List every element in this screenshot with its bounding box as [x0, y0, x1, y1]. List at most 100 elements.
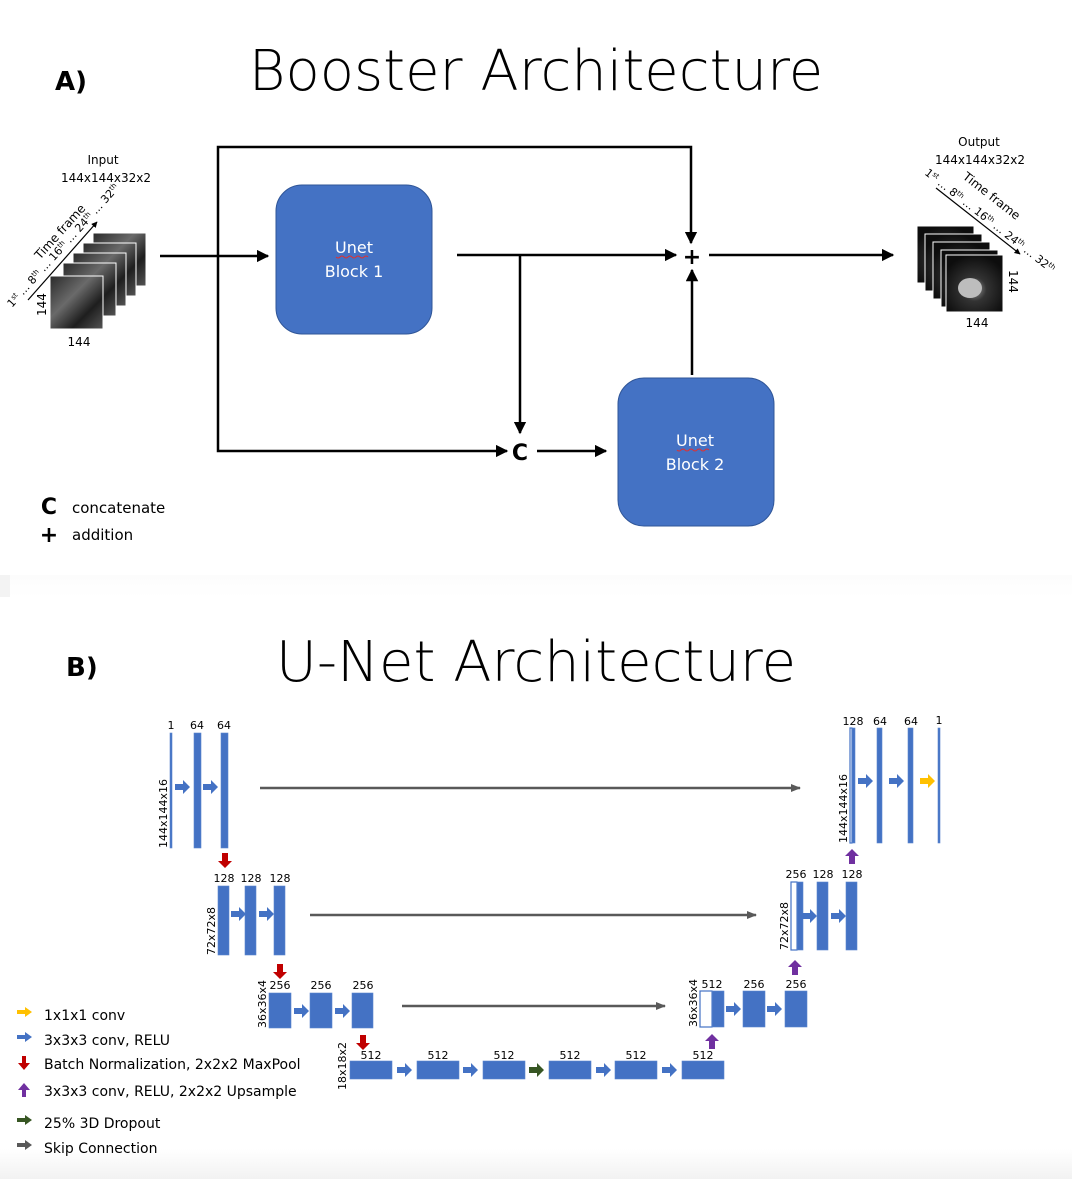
panel-a-title: Booster Architecture: [249, 39, 823, 104]
input-time-axis: [27, 221, 98, 301]
bottom-fade: [0, 1149, 1072, 1179]
block-l3-dec-3: [784, 990, 808, 1028]
conv-arrow: [889, 774, 904, 788]
legend-concat-text: concatenate: [72, 499, 165, 517]
output-volume: Output 144x144x32x2 Time frame 1st… 8th……: [916, 135, 1057, 330]
conv-arrow: [802, 909, 817, 923]
input-volume: Input 144x144x32x2 Time frame 1st… 8th… …: [5, 153, 151, 349]
conv-arrow: [259, 907, 274, 921]
unet-block-1: Unet Block 1: [275, 184, 433, 335]
conv-arrow: [203, 780, 218, 794]
channel-label: 64: [190, 719, 204, 732]
channel-label: 512: [626, 1049, 647, 1062]
channel-label: 1: [936, 714, 943, 727]
block-l2-dec-3: [845, 881, 858, 951]
panel-separator-edge: [0, 575, 10, 597]
gray-arrow-icon: [17, 1140, 32, 1150]
block-l1-enc-2: [193, 732, 202, 849]
conv1x1-arrow: [920, 774, 935, 788]
channel-label: 256: [270, 979, 291, 992]
block-l1-dec-1: [851, 727, 856, 844]
panel-b-legend: 1x1x1 conv 3x3x3 conv, RELU Batch Normaliz…: [17, 1007, 301, 1157]
conv-arrow: [335, 1004, 350, 1018]
channel-label: 512: [428, 1049, 449, 1062]
block-l3-dec-2: [742, 990, 766, 1028]
block-l1-enc-3: [220, 732, 229, 849]
size-label-l3-dec: 36x36x4: [687, 979, 700, 1027]
conv-arrow: [463, 1063, 478, 1077]
yellow-arrow-icon: [17, 1007, 32, 1017]
svg-text:Block 1: Block 1: [325, 262, 384, 281]
block-bottleneck-5: [614, 1060, 658, 1080]
upsample-arrow: [705, 1034, 719, 1049]
size-label-bottleneck: 18x18x2: [336, 1042, 349, 1090]
maxpool-arrow: [273, 964, 287, 979]
input-skip-to-add-arrow: [216, 145, 698, 256]
output-height-label: 144: [1006, 270, 1020, 293]
unet-block-2: Unet Block 2: [617, 377, 775, 527]
conv-arrow: [831, 909, 846, 923]
channel-label: 256: [311, 979, 332, 992]
block-l3-dec-1-concat-part: [699, 990, 713, 1028]
channel-label: 128: [842, 868, 863, 881]
booster-connections: [160, 145, 895, 458]
output-frames: [916, 225, 1004, 313]
block-l1-dec-3: [907, 727, 914, 844]
red-down-arrow-icon: [18, 1056, 30, 1070]
input-frames: [49, 232, 147, 330]
channel-label: 64: [217, 719, 231, 732]
maxpool-arrow: [356, 1035, 370, 1050]
legend-text: 3x3x3 conv, RELU: [44, 1033, 170, 1049]
block-l3-enc-3: [351, 992, 374, 1029]
block-bottleneck-6: [681, 1060, 725, 1080]
input-height-label: 144: [35, 293, 49, 316]
conv-arrow: [858, 774, 873, 788]
channel-label: 128: [813, 868, 834, 881]
conv-arrow: [175, 780, 190, 794]
channel-label: 64: [904, 715, 918, 728]
maxpool-arrow: [218, 853, 232, 868]
block-l2-dec-2: [816, 881, 829, 951]
purple-up-arrow-icon: [18, 1083, 30, 1097]
block-l3-enc-1: [268, 992, 292, 1029]
input-shape: 144x144x32x2: [61, 171, 151, 185]
output-title: Output: [958, 135, 1000, 149]
output-width-label: 144: [966, 316, 989, 330]
conv-arrow: [294, 1004, 309, 1018]
legend-text: 1x1x1 conv: [44, 1008, 125, 1024]
legend-text: 25% 3D Dropout: [44, 1116, 161, 1132]
spellcheck-underline: [676, 448, 710, 452]
panel-a-legend: C concatenate + addition: [40, 495, 166, 548]
channel-label: 64: [873, 715, 887, 728]
panel-b-label: B): [66, 653, 98, 683]
block-bottleneck-4: [548, 1060, 592, 1080]
legend-add-text: addition: [72, 526, 133, 544]
block-l2-enc-2: [244, 885, 257, 956]
size-label-l3-enc: 36x36x4: [256, 980, 269, 1028]
legend-text: Batch Normalization, 2x2x2 MaxPool: [44, 1057, 301, 1073]
channel-label: 512: [494, 1049, 515, 1062]
legend-add-symbol: +: [40, 523, 58, 548]
svg-text:Unet: Unet: [335, 238, 373, 257]
concat-node: C: [512, 441, 528, 466]
block-bottleneck-2: [416, 1060, 460, 1080]
conv-arrow: [767, 1002, 782, 1016]
legend-concat-symbol: C: [41, 495, 57, 520]
block-l3-dec-1: [711, 990, 725, 1028]
conv-arrow: [231, 907, 246, 921]
input-title: Input: [87, 153, 118, 167]
channel-label: 128: [241, 872, 262, 885]
output-shape: 144x144x32x2: [935, 153, 1025, 167]
block-bottleneck-3: [482, 1060, 526, 1080]
conv-arrow: [726, 1002, 741, 1016]
channel-label: 512: [693, 1049, 714, 1062]
upsample-arrow: [788, 960, 802, 975]
channel-label: 256: [744, 978, 765, 991]
channel-label: 256: [353, 979, 374, 992]
channel-label: 512: [702, 978, 723, 991]
size-label-l2-dec: 72x72x8: [778, 902, 791, 950]
green-arrow-icon: [17, 1115, 32, 1125]
channel-label: 1: [168, 719, 175, 732]
legend-text: Skip Connection: [44, 1141, 157, 1157]
